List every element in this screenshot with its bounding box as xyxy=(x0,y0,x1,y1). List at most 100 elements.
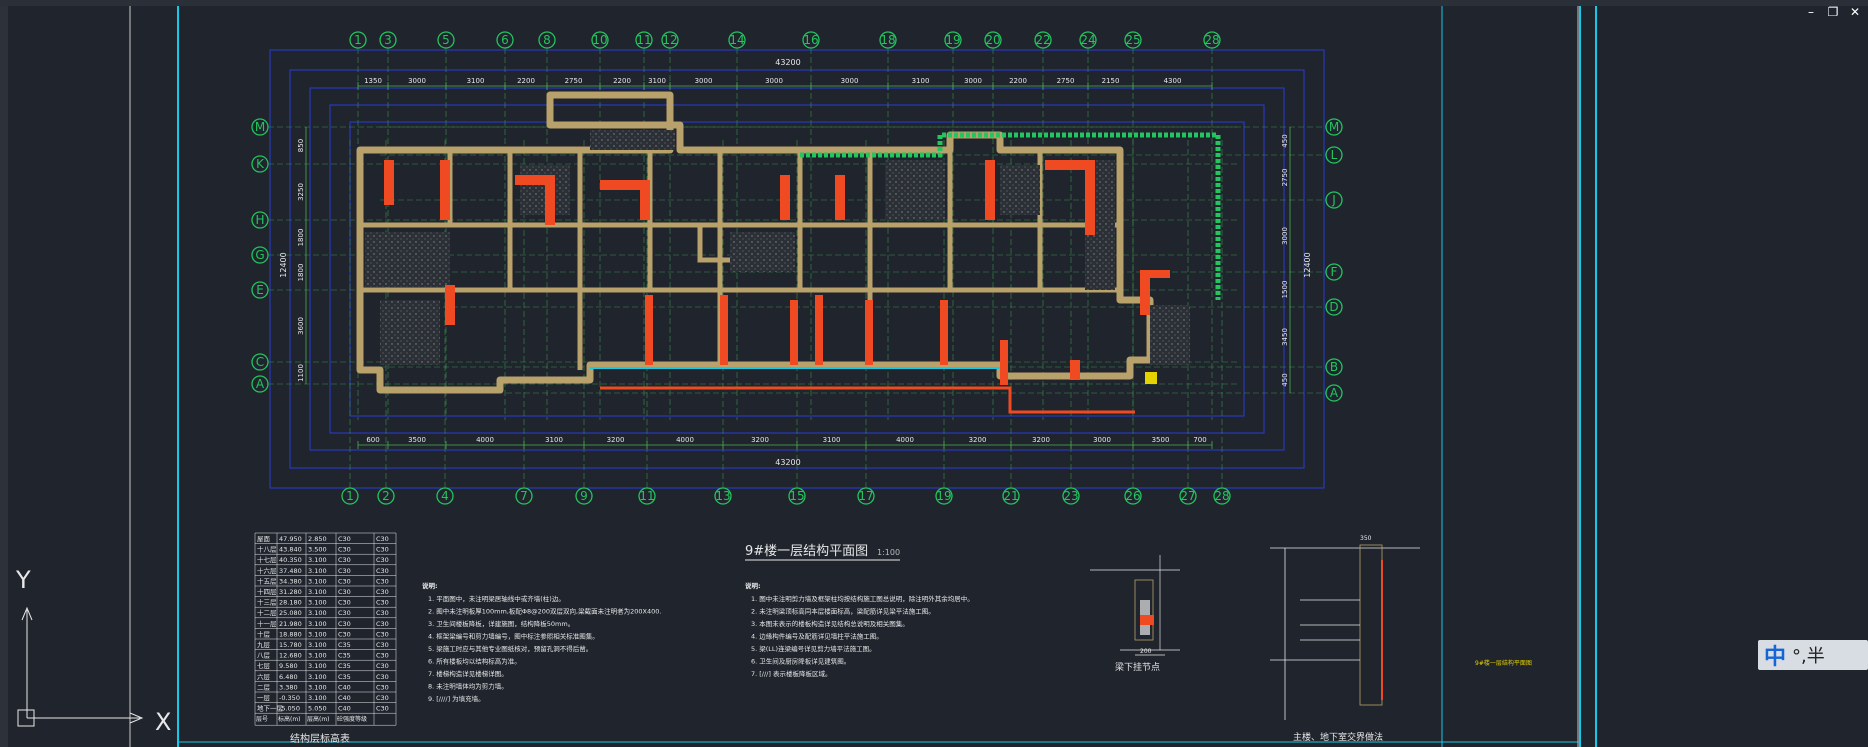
grid-bubble-bottom-label: 1 xyxy=(346,489,354,503)
level-table-cell: C30 xyxy=(376,683,389,691)
note-line: 6. 所有楼板均以结构标高为准。 xyxy=(428,657,521,666)
left-dim: 850 xyxy=(297,139,305,152)
yellow-marker xyxy=(1145,372,1157,384)
grid-bubble-top: 1 xyxy=(349,31,367,49)
grid-bubble-top-label: 11 xyxy=(636,33,651,47)
grid-bubble-right: B xyxy=(1325,358,1343,376)
level-table-cell: C30 xyxy=(376,546,389,554)
grid-bubble-top: 19 xyxy=(944,31,962,49)
grid-bubble-top-label: 12 xyxy=(662,33,677,47)
level-table-cell: C40 xyxy=(338,694,351,702)
level-table-cell: 3.100 xyxy=(308,599,327,607)
grid-bubble-top-label: 14 xyxy=(729,33,744,47)
bottom-dim: 4000 xyxy=(896,436,914,444)
grid-bubble-bottom-label: 28 xyxy=(1214,489,1229,503)
minimize-button[interactable]: – xyxy=(1808,5,1814,19)
grid-bubble-bottom-label: 21 xyxy=(1003,489,1018,503)
bottom-total-dim: 43200 xyxy=(775,458,800,467)
level-table-cell: 十八层 xyxy=(257,545,277,554)
grid-bubble-bottom: 7 xyxy=(515,487,533,505)
beam-detail xyxy=(1090,555,1180,656)
top-dim: 3000 xyxy=(841,77,859,85)
level-table-cell: 3.100 xyxy=(308,662,327,670)
grid-bubble-top-label: 1 xyxy=(354,33,362,47)
grid-bubble-left: H xyxy=(251,211,269,229)
top-dim: 3000 xyxy=(964,77,982,85)
note-line: 3. 本图未表示的楼板构造详见结构总说明及相关图集。 xyxy=(751,619,909,628)
grid-bubble-top-label: 8 xyxy=(543,33,551,47)
level-table-cell: 3.100 xyxy=(308,673,327,681)
top-dim: 3000 xyxy=(765,77,783,85)
beam-detail-label: 梁下挂节点 xyxy=(1115,661,1160,673)
grid-bubble-top: 22 xyxy=(1034,31,1052,49)
grid-bubble-bottom: 11 xyxy=(638,487,656,505)
ime-lang-toggle[interactable]: 中 xyxy=(1764,645,1787,670)
grid-bubble-right: D xyxy=(1325,298,1343,316)
bottom-dim: 3200 xyxy=(751,436,769,444)
restore-button[interactable]: ❐ xyxy=(1827,5,1839,19)
level-table-cell: 2.850 xyxy=(308,535,327,543)
red-beam-line xyxy=(600,386,1135,414)
grid-bubble-right: F xyxy=(1325,263,1343,281)
level-table-header: 层号 xyxy=(256,716,268,723)
level-table-cell: C30 xyxy=(338,630,351,638)
grid-bubble-right: J xyxy=(1325,191,1343,209)
level-table-cell: C30 xyxy=(338,546,351,554)
grid-bubble-top-label: 22 xyxy=(1035,33,1050,47)
bottom-dim: 3200 xyxy=(607,436,625,444)
ime-symbols[interactable]: °,半 xyxy=(1792,646,1825,667)
columns xyxy=(384,160,1170,385)
grid-bubble-bottom: 9 xyxy=(575,487,593,505)
level-table-cell: C30 xyxy=(338,588,351,596)
level-table-cell: C30 xyxy=(376,609,389,617)
level-table-cell: C30 xyxy=(338,599,351,607)
grid-bubble-top: 16 xyxy=(802,31,820,49)
grid-bubble-right: L xyxy=(1325,146,1343,164)
level-table-cell: 15.780 xyxy=(279,641,302,649)
grid-bubble-top-label: 6 xyxy=(501,33,509,47)
note-line: 1. 平面图中，未注明梁居轴线中或齐墙(柱)边。 xyxy=(428,594,565,603)
beam-detail-dim: 200 xyxy=(1140,648,1152,655)
highlighted-wall xyxy=(800,132,1221,300)
bottom-dim: 700 xyxy=(1193,436,1206,444)
grid-bubble-top: 24 xyxy=(1079,31,1097,49)
top-dim: 3100 xyxy=(912,77,930,85)
right-dim: 450 xyxy=(1281,373,1289,386)
grid-bubble-bottom-label: 9 xyxy=(580,489,588,503)
grid-bubble-right-label: J xyxy=(1331,193,1336,207)
level-table-cell: 18.880 xyxy=(279,630,302,638)
grid-bubble-top-label: 25 xyxy=(1125,33,1140,47)
top-dim: 3100 xyxy=(467,77,485,85)
grid-bubble-bottom-label: 17 xyxy=(858,489,873,503)
grid-bubble-bottom: 26 xyxy=(1124,487,1142,505)
grid-bubble-top: 8 xyxy=(538,31,556,49)
level-table-cell: 28.180 xyxy=(279,599,302,607)
grid-bubble-bottom-label: 4 xyxy=(441,489,449,503)
grid-bubble-bottom: 21 xyxy=(1002,487,1020,505)
level-table-cell: C30 xyxy=(376,556,389,564)
top-dim: 4300 xyxy=(1164,77,1182,85)
level-table-cell: 34.380 xyxy=(279,577,302,585)
level-table-cell: C30 xyxy=(376,620,389,628)
grid-bubble-top-label: 3 xyxy=(384,33,392,47)
title-strip xyxy=(0,0,1868,6)
note-line: 7. 楼梯构造详见楼梯详图。 xyxy=(428,669,508,678)
level-table-cell: 37.480 xyxy=(279,567,302,575)
grid-bubble-top: 28 xyxy=(1203,31,1221,49)
junction-detail-dim: 350 xyxy=(1360,535,1372,542)
grid-bubble-bottom-label: 23 xyxy=(1063,489,1078,503)
level-table-cell: C30 xyxy=(376,599,389,607)
level-table-header: 层高(m) xyxy=(307,715,330,723)
level-table-cell: C30 xyxy=(376,535,389,543)
level-table-cell: C30 xyxy=(376,705,389,713)
level-table-cell: 3.380 xyxy=(279,683,298,691)
grid-bubble-left: K xyxy=(251,155,269,173)
grid-bubble-top: 11 xyxy=(635,31,653,49)
grid-bubble-top: 10 xyxy=(591,31,609,49)
close-button[interactable]: ✕ xyxy=(1849,5,1861,19)
ime-toolbar[interactable]: 中 °,半 xyxy=(1758,640,1868,670)
grid-bubble-bottom: 15 xyxy=(788,487,806,505)
grid-bubble-top-label: 24 xyxy=(1080,33,1095,47)
